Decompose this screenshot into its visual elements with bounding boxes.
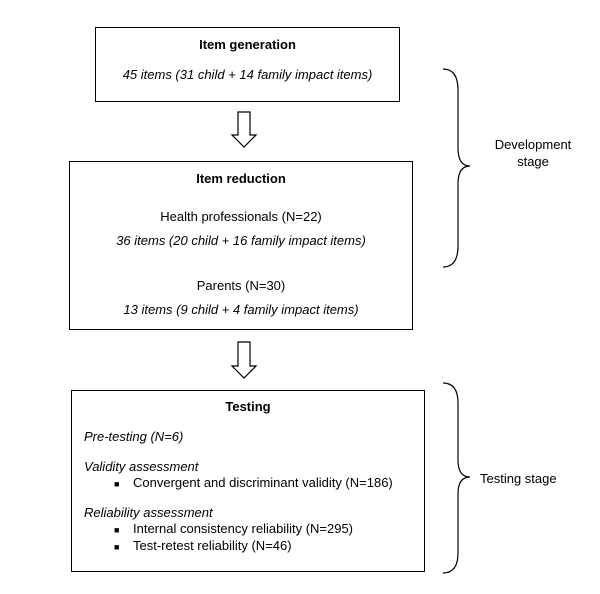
testing-box: Testing Pre-testing (N=6) Validity asses…: [71, 390, 425, 572]
parents-items: 13 items (9 child + 4 family impact item…: [123, 302, 359, 317]
testing-title: Testing: [225, 399, 271, 414]
health-professionals-items: 36 items (20 child + 16 family impact it…: [116, 233, 366, 248]
parents-label: Parents (N=30): [196, 278, 286, 293]
development-stage-label-line2: stage: [517, 154, 549, 169]
validity-bullet-marker: ■: [114, 479, 120, 489]
item-generation-count: 45 items (31 child + 14 family impact it…: [122, 67, 373, 82]
reliability-heading: Reliability assessment: [84, 505, 213, 520]
item-generation-box: Item generation 45 items (31 child + 14 …: [95, 27, 400, 102]
reliability-bullet-marker-2: ■: [114, 542, 120, 552]
item-generation-title: Item generation: [199, 37, 296, 52]
validity-bullet-1: Convergent and discriminant validity (N=…: [133, 475, 393, 490]
development-stage-label-line1: Development: [494, 137, 572, 152]
development-stage-brace: [442, 68, 471, 268]
validity-heading: Validity assessment: [84, 459, 199, 474]
pretesting-label: Pre-testing (N=6): [84, 429, 184, 444]
item-reduction-title: Item reduction: [196, 171, 286, 186]
testing-stage-label: Testing stage: [480, 471, 557, 486]
testing-stage-brace: [442, 382, 471, 574]
reliability-bullet-2: Test-retest reliability (N=46): [133, 538, 292, 553]
health-professionals-label: Health professionals (N=22): [160, 209, 322, 224]
item-reduction-box: Item reduction Health professionals (N=2…: [69, 161, 413, 330]
reliability-bullet-marker-1: ■: [114, 525, 120, 535]
reliability-bullet-1: Internal consistency reliability (N=295): [133, 521, 354, 536]
hollow-arrow-reduction-to-testing: [230, 341, 258, 379]
hollow-arrow-generation-to-reduction: [230, 111, 258, 148]
